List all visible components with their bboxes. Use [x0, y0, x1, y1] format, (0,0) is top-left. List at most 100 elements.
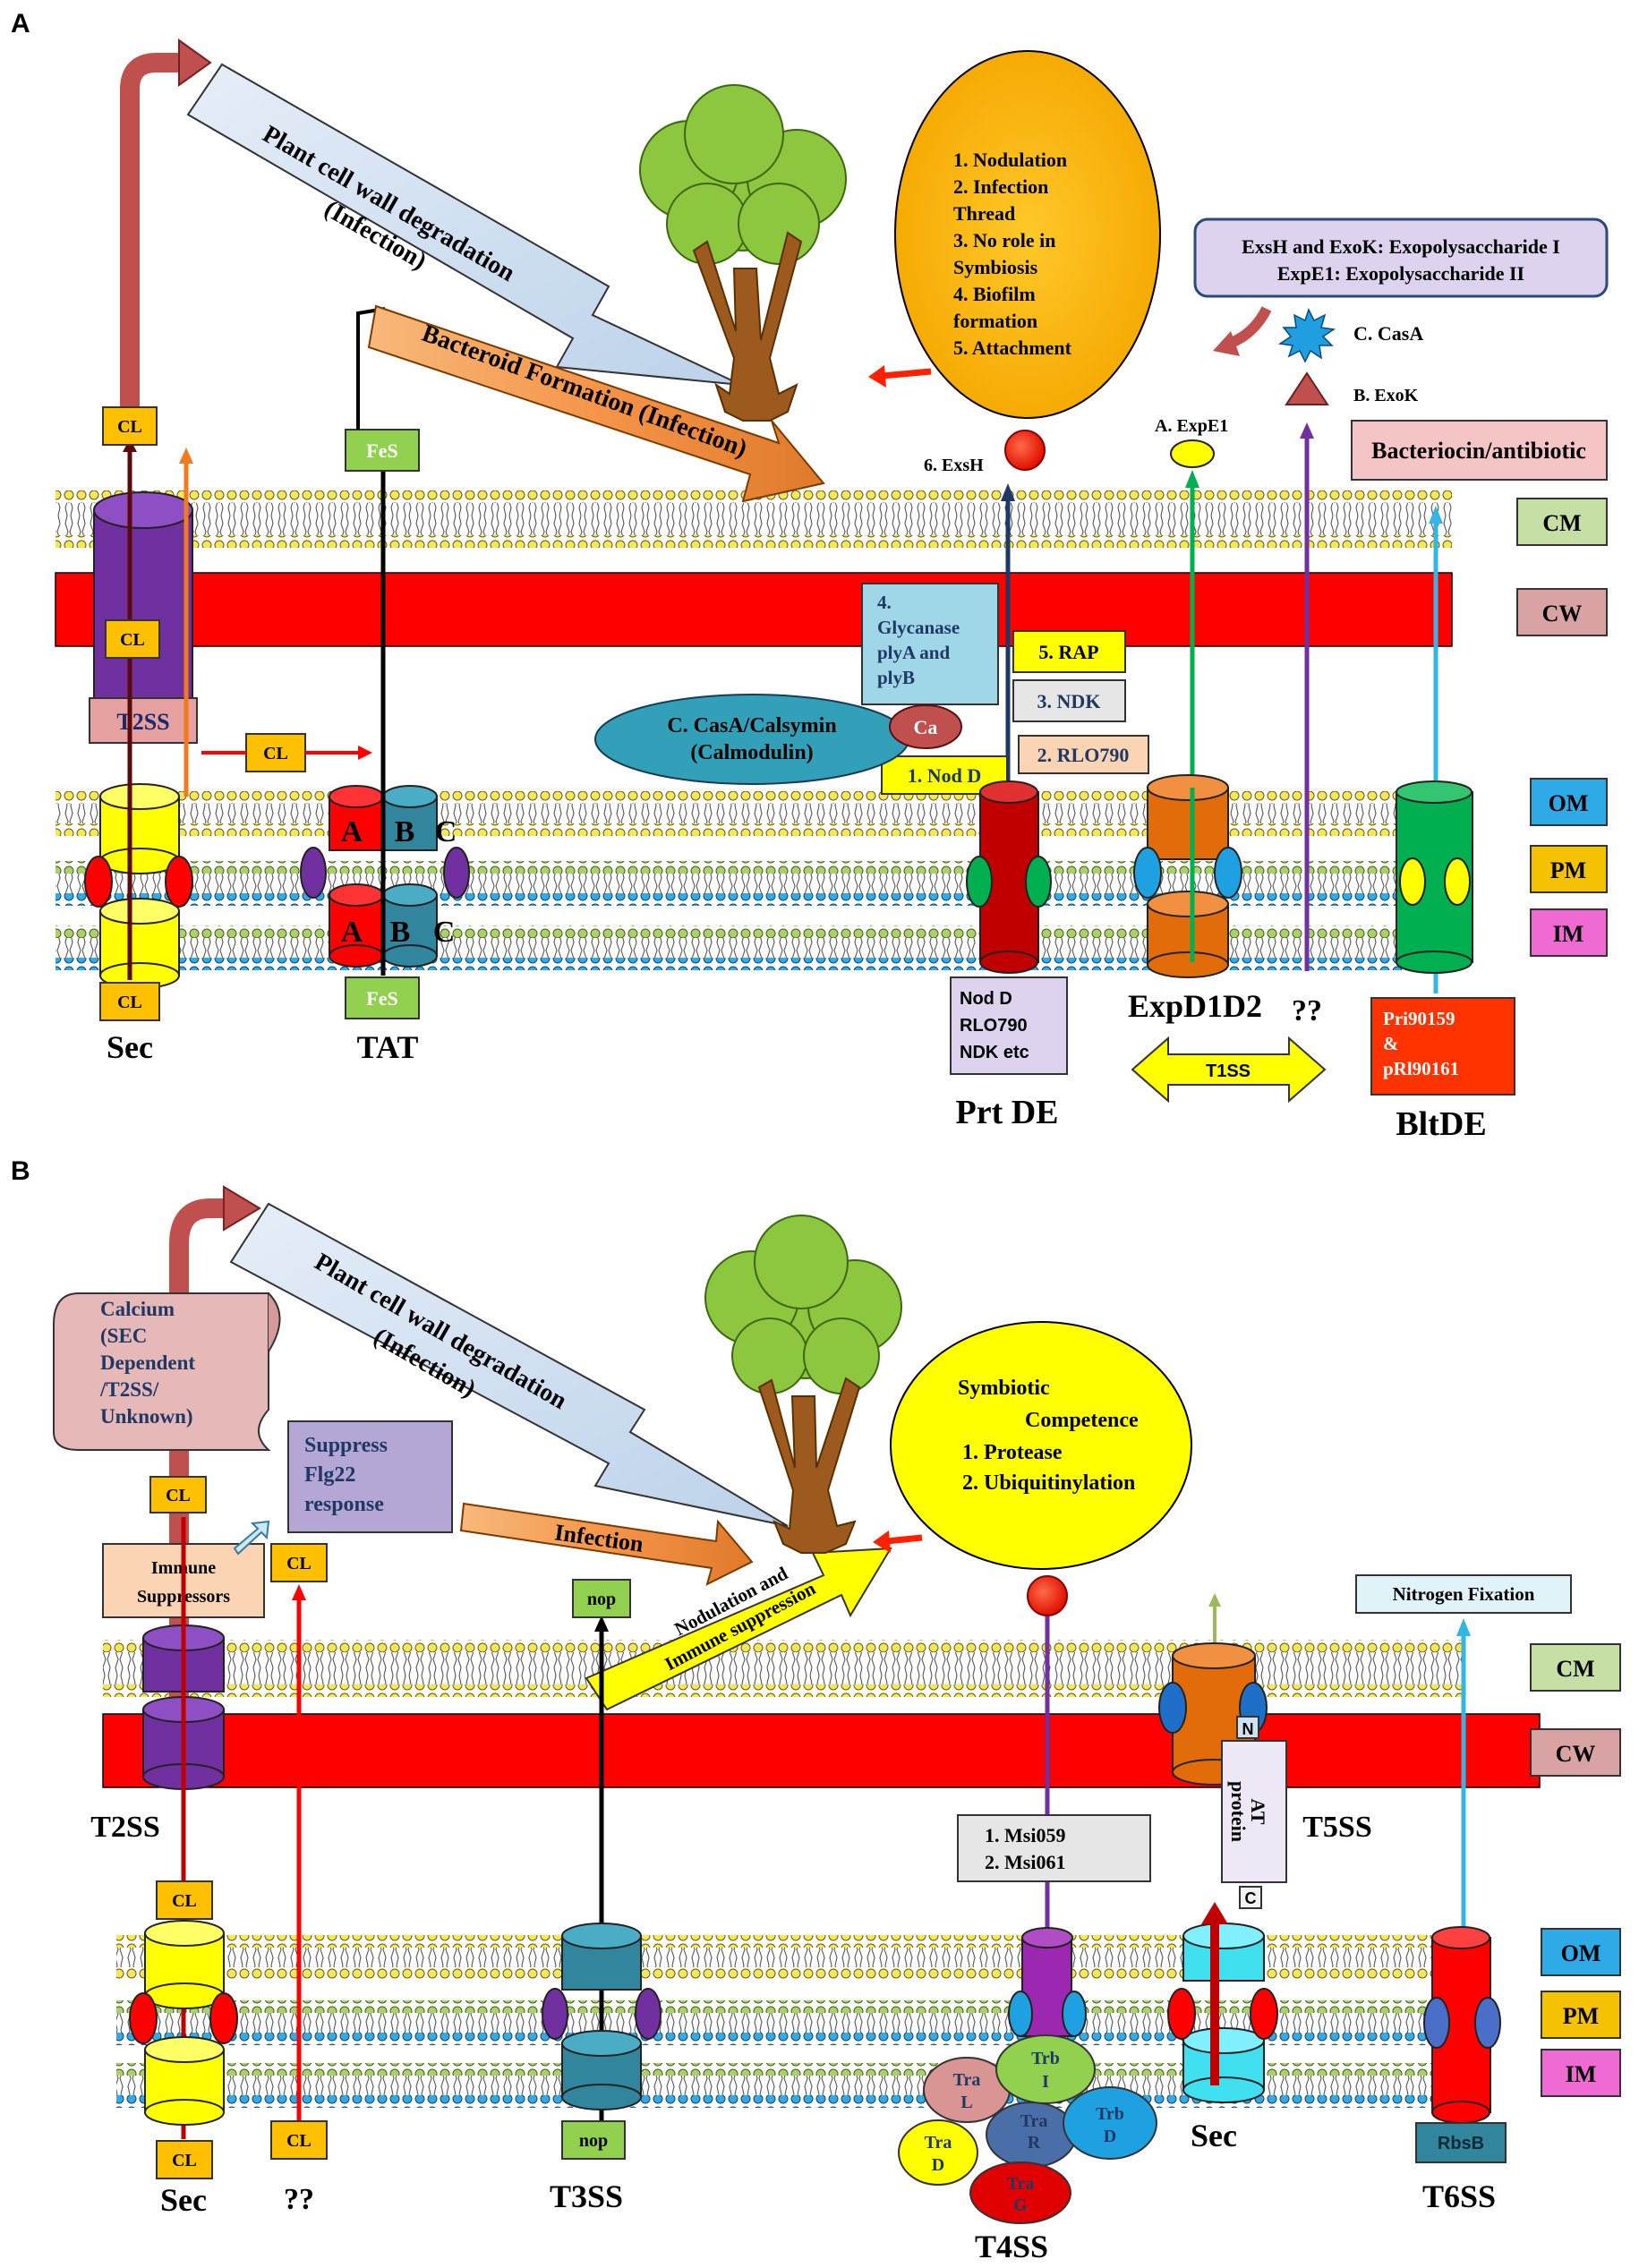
ellipse-item-2b: Thread [953, 202, 1015, 225]
glycanase-box-a [861, 583, 999, 705]
svg-text:plyA and: plyA and [877, 642, 950, 663]
casa-star-icon [1277, 308, 1336, 363]
sec-transporter-b2 [1167, 1923, 1278, 2103]
cm-membrane-a [55, 490, 1452, 548]
panel-a: A CM CW OM PM [11, 9, 1609, 1143]
msi-box [957, 1814, 1151, 1882]
svg-text:Suppress: Suppress [304, 1434, 388, 1457]
rlo-box-a [1018, 735, 1149, 774]
tra-complex: Tra L Tra D Tra R Tra G Trb I Trb D [898, 2034, 1157, 2224]
legend-om-label: OM [1549, 790, 1589, 816]
fes-box-bottom-a [345, 976, 420, 1019]
svg-text:Trb: Trb [1031, 2049, 1060, 2068]
nop-box-top [572, 1579, 631, 1618]
exok-label: B. ExoK [1353, 386, 1419, 405]
nitrogen-fixation-box [1355, 1574, 1572, 1614]
svg-text:Symbiotic: Symbiotic [958, 1377, 1050, 1400]
svg-text:FeS: FeS [366, 439, 397, 462]
sec-label-a: Sec [107, 1029, 153, 1065]
ndk-box-a [1012, 679, 1126, 722]
svg-text:CL: CL [120, 630, 145, 650]
n-terminus-box [1236, 1716, 1259, 1739]
prtde-label: Prt DE [955, 1094, 1058, 1131]
expe1-oval [1170, 439, 1215, 468]
t2ss-label-a: T2SS [116, 709, 169, 735]
svg-text:ExsH and ExoK: Exopolysacch: ExsH and ExoK: Exopolysaccharide I [1242, 235, 1560, 258]
svg-text:2. Msi061: 2. Msi061 [985, 1851, 1065, 1873]
ellipse-item-5: 5. Attachment [953, 337, 1072, 359]
svg-text:NDK etc: NDK etc [960, 1043, 1029, 1062]
t2ss-label-b: T2SS [90, 1811, 160, 1844]
svg-text:Bacteriocin/antibiotic: Bacteriocin/antibiotic [1371, 438, 1586, 464]
functions-ellipse-a [894, 50, 1161, 419]
svg-text:R: R [1028, 2133, 1041, 2153]
tat-letter-c1: C [435, 815, 457, 848]
svg-text:Tra: Tra [1007, 2174, 1035, 2194]
svg-text:N: N [1242, 1720, 1254, 1738]
ellipse-item-3: 3. No role in [953, 229, 1055, 252]
legend-a: CM CW OM PM IM [1516, 498, 1608, 957]
ellipse-item-3b: Symbiosis [953, 256, 1038, 278]
legend-b: CM CW OM PM IM [1530, 1643, 1621, 2097]
tree-b [704, 1215, 902, 1554]
t6ss-label: T6SS [1422, 2178, 1496, 2214]
cl-box-wall-a [105, 619, 160, 659]
svg-text:CL: CL [286, 1554, 312, 1573]
expd1d2-transporter [1133, 774, 1242, 978]
svg-text:(Calmodulin): (Calmodulin) [690, 741, 813, 764]
tat-transporter-a [300, 785, 470, 968]
trbd-ellipse [1063, 2086, 1157, 2160]
svg-text:CL: CL [117, 993, 142, 1012]
tree-a [639, 84, 847, 422]
svg-text:I: I [1042, 2072, 1049, 2092]
svg-text:Tra: Tra [925, 2133, 952, 2153]
panel-b-letter: B [11, 1156, 30, 1186]
tat-label-a: TAT [357, 1029, 419, 1065]
infection-arrow-b: Infection [459, 1502, 754, 1586]
expd1d2-label: ExpD1D2 [1128, 988, 1262, 1024]
svg-text:nop: nop [579, 2131, 608, 2151]
exsh-red-dot [1004, 430, 1046, 471]
legend-pm-label: PM [1550, 857, 1586, 883]
light-blue-arrow-icon [233, 1520, 270, 1556]
bltde-label: BltDE [1396, 1105, 1486, 1143]
nop-box-bottom [561, 2120, 626, 2160]
t4ss-label: T4SS [975, 2229, 1048, 2264]
exok-triangle-icon [1285, 371, 1329, 405]
trbi-ellipse [995, 2034, 1096, 2104]
svg-text:protein: protein [1227, 1781, 1250, 1842]
at-protein-box [1221, 1740, 1287, 1883]
cell-wall-band-b [102, 1713, 1541, 1788]
svg-text:Trb: Trb [1096, 2104, 1124, 2124]
tat-letter-b1: B [395, 815, 415, 848]
svg-text:D: D [1104, 2127, 1116, 2146]
cl-box-b-a [149, 1476, 207, 1513]
cl-box-b-c [156, 1880, 213, 1920]
svg-text:1. Nod D: 1. Nod D [908, 764, 982, 787]
svg-text:nop: nop [587, 1590, 616, 1609]
cl-box-bottom-a [99, 982, 160, 1021]
svg-text:Tra: Tra [1020, 2111, 1048, 2131]
svg-text:CL: CL [286, 2131, 312, 2151]
svg-text:plyB: plyB [877, 667, 915, 688]
svg-text:CL: CL [172, 1891, 197, 1911]
calcium-ellipse [889, 704, 962, 749]
svg-text:1. Msi059: 1. Msi059 [985, 1824, 1065, 1846]
tat-letter-b2: B [390, 916, 411, 949]
svg-text:C: C [1245, 1889, 1257, 1907]
panel-b: B CM CW OM PM IM [11, 1156, 1621, 2264]
fes-box-top-a [345, 429, 420, 472]
t2ss-label-box-a [89, 697, 198, 744]
svg-text:pRl90161: pRl90161 [1383, 1058, 1459, 1079]
svg-text:/T2SS/: /T2SS/ [99, 1378, 159, 1401]
expe1-label: A. ExpE1 [1155, 416, 1228, 436]
brown-bent-arrow-b [169, 1198, 224, 1727]
tat-letter-c2: C [433, 916, 456, 949]
trag-ellipse [969, 2161, 1071, 2224]
svg-text:AT: AT [1247, 1799, 1269, 1825]
svg-text:1. Protease: 1. Protease [962, 1441, 1063, 1464]
svg-text:OM: OM [1561, 1940, 1601, 1966]
calcium-scroll-b: Calcium (SEC Dependent /T2SS/ Unknown) [53, 1292, 281, 1451]
legend-cw-label: CW [1542, 601, 1583, 627]
exopolysaccharide-box-a [1193, 217, 1609, 298]
